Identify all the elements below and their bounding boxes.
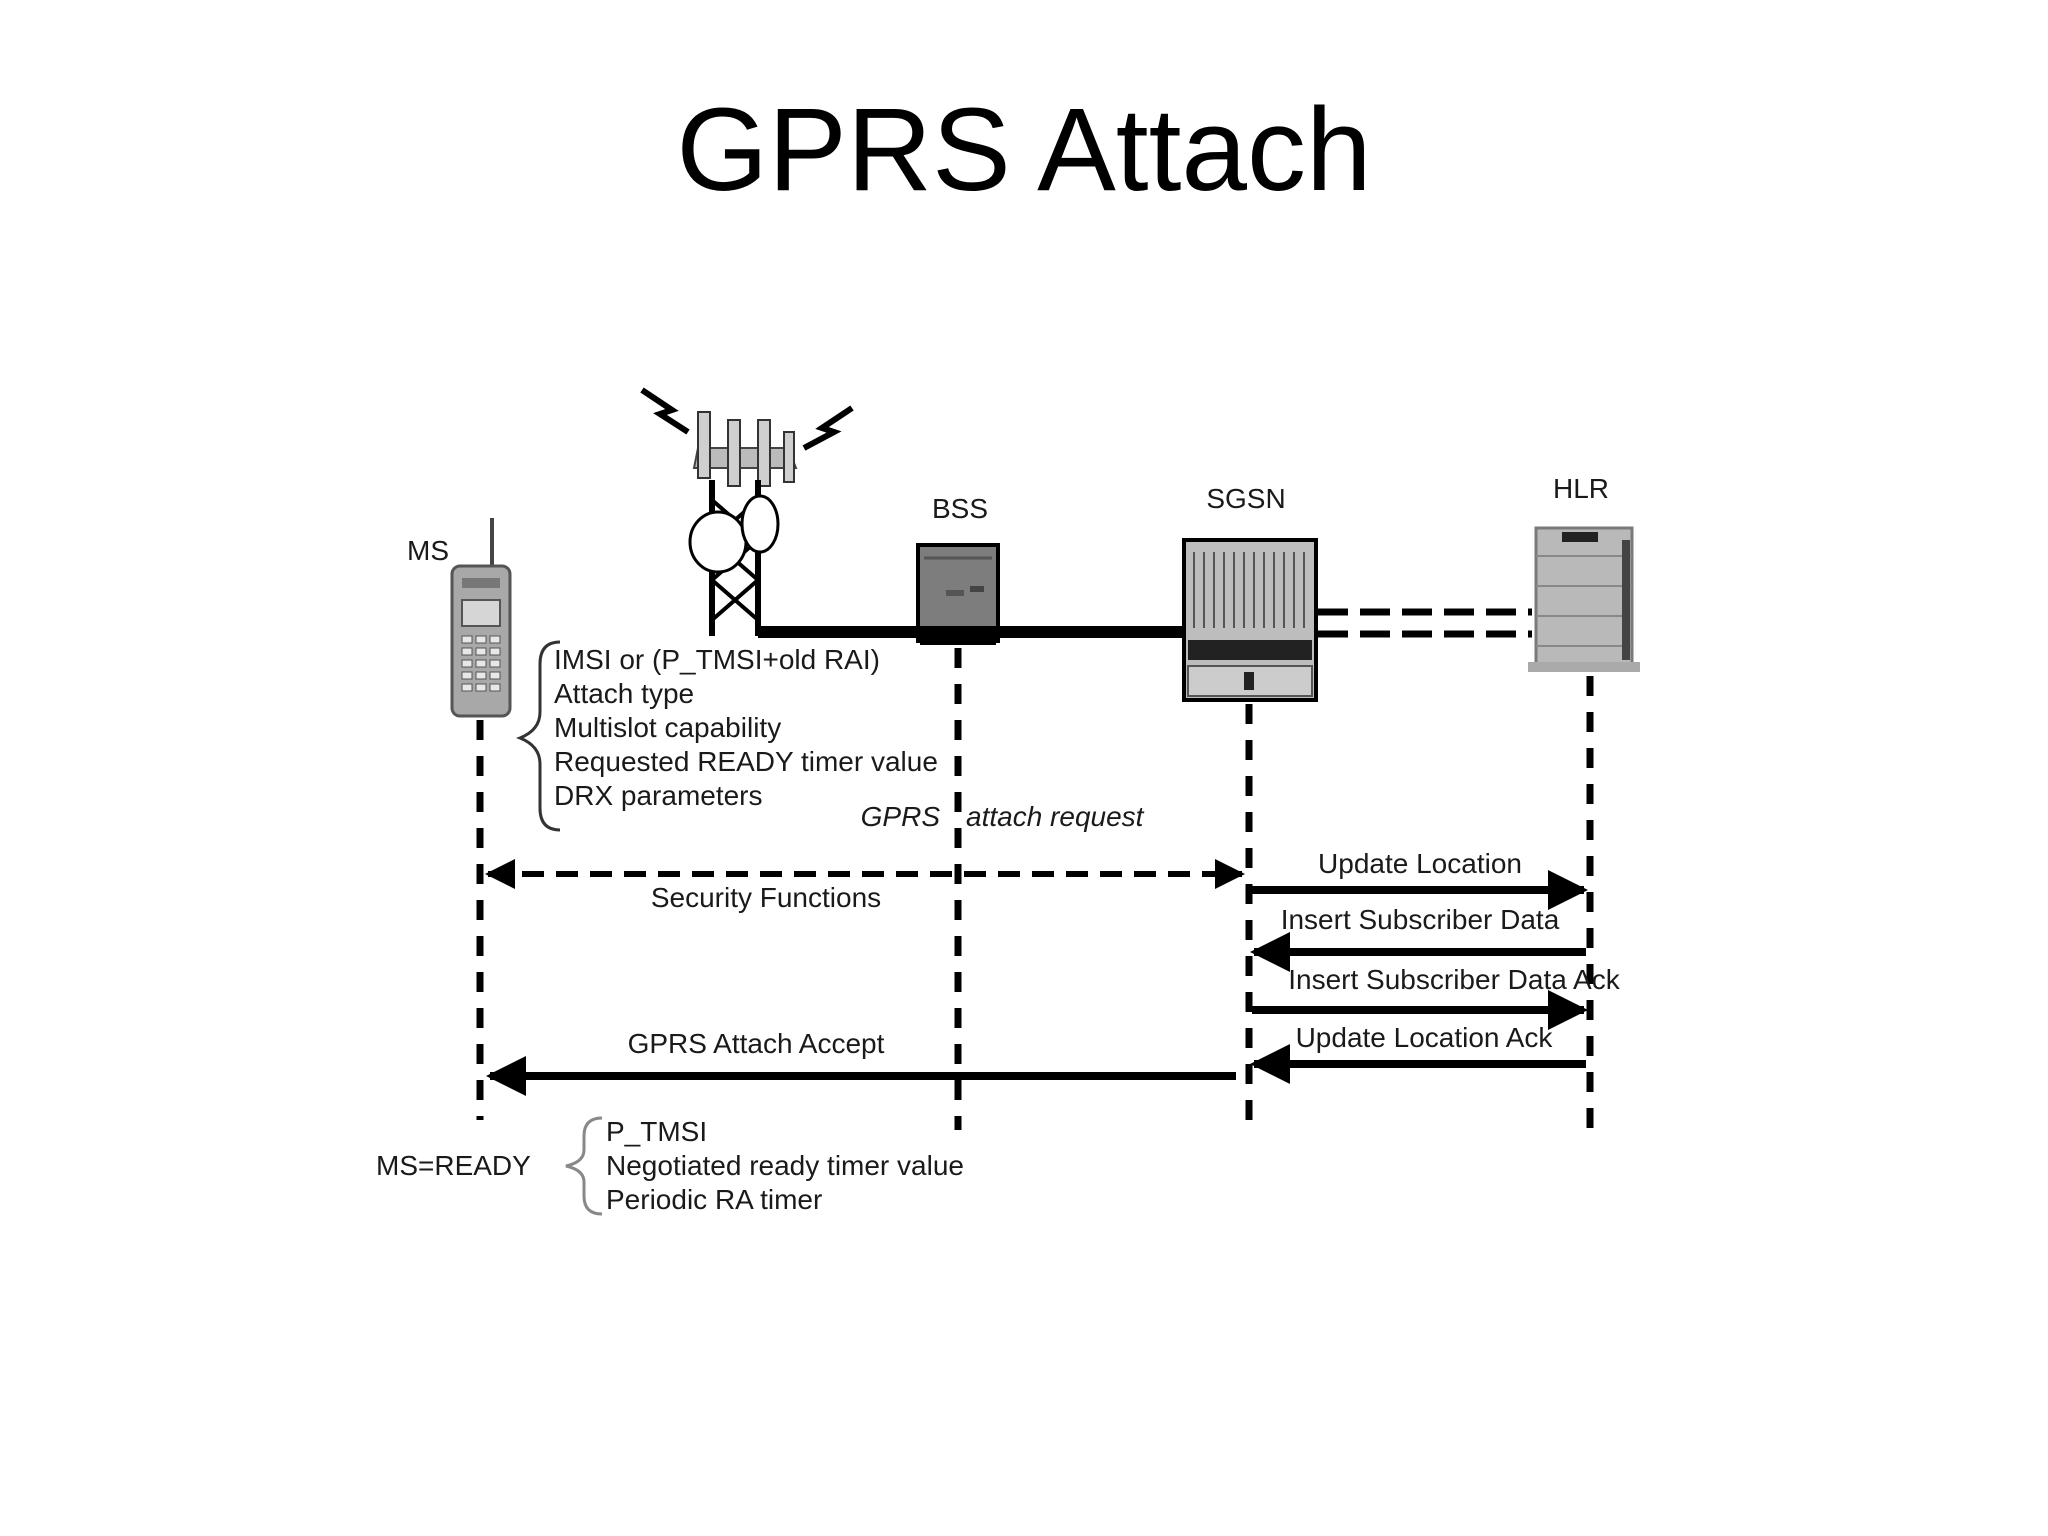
accept-param: Periodic RA timer	[606, 1184, 822, 1215]
mobile-phone-icon	[450, 518, 512, 718]
message-label-update-location-ack: Update Location Ack	[1296, 1022, 1554, 1053]
physical-links	[758, 608, 1532, 645]
request-params-list: IMSI or (P_TMSI+old RAI) Attach type Mul…	[554, 644, 938, 811]
accept-params-brace	[565, 1116, 603, 1216]
request-param: Requested READY timer value	[554, 746, 938, 777]
request-param: Attach type	[554, 678, 694, 709]
accept-param: P_TMSI	[606, 1116, 707, 1147]
slide-title: GPRS Attach	[676, 84, 1372, 216]
accept-param: Negotiated ready timer value	[606, 1150, 964, 1181]
message-label-attach-request-a: GPRS	[861, 801, 941, 832]
message-label-insert-subscriber-data: Insert Subscriber Data	[1281, 904, 1560, 935]
hlr-server-icon	[1528, 526, 1640, 672]
bss-box-icon	[916, 543, 1000, 643]
entity-label-sgsn: SGSN	[1206, 483, 1285, 514]
sgsn-rack-icon	[1182, 538, 1318, 702]
lifelines	[476, 648, 1594, 1130]
message-label-attach-request-b: attach request	[966, 801, 1145, 832]
accept-params-list: P_TMSI Negotiated ready timer value Peri…	[606, 1116, 964, 1215]
request-param: DRX parameters	[554, 780, 763, 811]
request-params-brace	[515, 640, 561, 832]
entity-label-hlr: HLR	[1553, 473, 1609, 504]
request-param: IMSI or (P_TMSI+old RAI)	[554, 644, 880, 675]
entity-label-ms: MS	[407, 535, 449, 566]
ms-state-label: MS=READY	[376, 1150, 531, 1181]
request-param: Multislot capability	[554, 712, 781, 743]
message-label-insert-subscriber-data-ack: Insert Subscriber Data Ack	[1288, 964, 1620, 995]
cell-tower-icon	[640, 387, 854, 636]
entity-label-bss: BSS	[932, 493, 988, 524]
message-label-update-location: Update Location	[1318, 848, 1522, 879]
message-label-security: Security Functions	[651, 882, 881, 913]
message-label-attach-accept: GPRS Attach Accept	[628, 1028, 885, 1059]
